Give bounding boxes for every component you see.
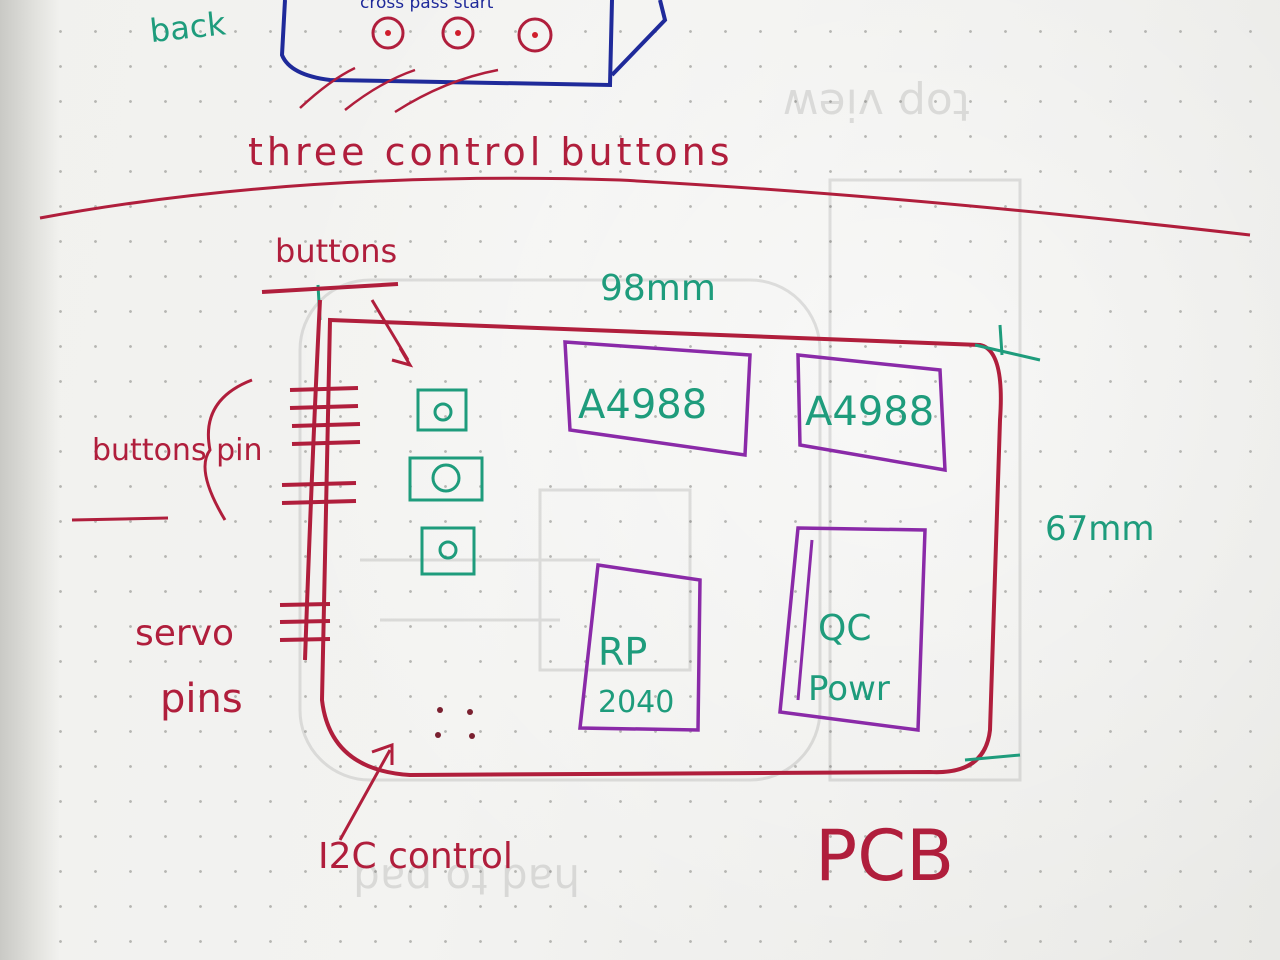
mcu-label-line-2: 2040	[598, 685, 674, 720]
i2c-arrow	[338, 742, 394, 841]
buttons-pin-underline	[71, 516, 169, 522]
height-dimension-tick	[964, 753, 1021, 762]
stepper-driver-2-label: A4988	[805, 389, 934, 435]
pcb-outline	[319, 317, 1003, 778]
control-button-1-icon	[371, 16, 405, 50]
height-dimension-label: 67mm	[1045, 509, 1155, 549]
top-view-sketch: cross pass start back three control butt…	[148, 0, 734, 174]
tactile-buttons	[408, 388, 484, 576]
button-arrows	[299, 66, 499, 114]
three-control-buttons-label: three control buttons	[248, 130, 734, 174]
ghost-text-bottom: had to pad	[353, 855, 580, 904]
mcu-box	[578, 563, 702, 732]
control-button-3-icon	[517, 17, 553, 53]
power-module-box	[778, 526, 927, 732]
buttons-pin-brace	[203, 378, 253, 521]
servo-label: servo	[135, 613, 234, 654]
tactile-button-2-icon	[408, 456, 484, 502]
pins-label: pins	[160, 676, 243, 722]
tactile-button-3-icon	[420, 526, 476, 576]
section-divider	[39, 176, 1251, 237]
power-label-line-1: QC	[818, 608, 871, 649]
buttons-pin-label: buttons pin	[92, 433, 263, 468]
page-stack-edge	[0, 0, 60, 960]
stepper-driver-2-box	[796, 353, 947, 473]
mcu-label-line-1: RP	[598, 630, 647, 674]
i2c-control-label: I2C control	[318, 836, 513, 877]
buttons-label: buttons	[275, 232, 397, 270]
control-button-2-icon	[441, 16, 475, 50]
button-pin-header	[261, 282, 399, 661]
width-dimension-label: 98mm	[600, 268, 716, 309]
i2c-pads	[435, 707, 475, 739]
ghost-text-top: top view	[783, 79, 970, 130]
power-label-line-2: Powr	[808, 669, 890, 709]
pcb-title: PCB	[815, 815, 954, 897]
label-back: back	[148, 4, 228, 50]
stepper-driver-1-box	[563, 340, 752, 458]
button-captions: cross pass start	[360, 0, 494, 13]
tactile-button-1-icon	[416, 388, 468, 432]
stepper-driver-1-label: A4988	[578, 382, 707, 428]
